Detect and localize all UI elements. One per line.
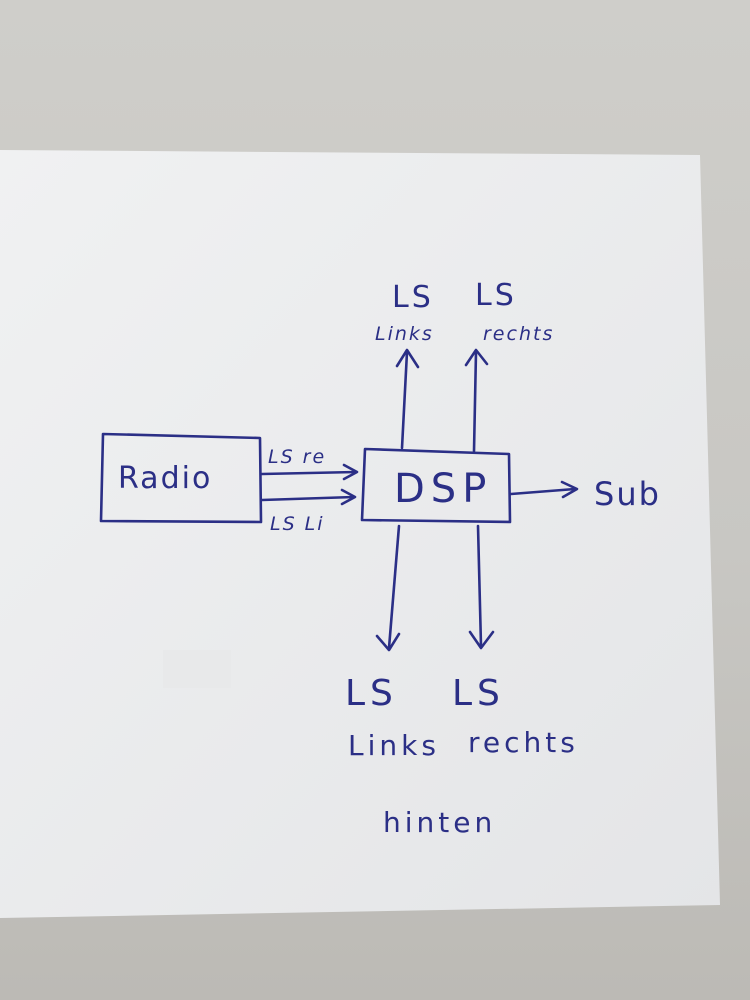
sub-output-arrow: Sub [509, 475, 661, 513]
front-left-output: LS Links [375, 280, 434, 450]
input-arrow-ls-re: LS re [260, 446, 359, 481]
input-label-ls-re: LS re [268, 446, 326, 468]
input-arrow-ls-li: LS Li [260, 488, 357, 535]
rear-right-sublabel: rechts [468, 726, 579, 759]
rear-left-ls-label: LS [345, 673, 398, 714]
front-left-ls-label: LS [392, 280, 434, 315]
rear-left-sublabel: Links [348, 729, 440, 762]
dsp-label: DSP [394, 466, 492, 512]
input-label-ls-li: LS Li [270, 513, 325, 535]
rear-right-ls-label: LS [452, 673, 505, 714]
rear-right-output: LS rechts [452, 524, 579, 759]
sub-label: Sub [594, 475, 661, 513]
front-right-output: LS rechts [464, 278, 554, 453]
front-left-sublabel: Links [375, 323, 434, 345]
paper-surface [0, 150, 720, 918]
faint-smudge [163, 650, 231, 688]
rear-caption: hinten [383, 806, 496, 839]
front-right-sublabel: rechts [483, 323, 554, 345]
radio-box: Radio [99, 432, 263, 524]
front-right-ls-label: LS [475, 278, 517, 313]
radio-label: Radio [118, 461, 212, 496]
rear-left-output: LS Links [345, 524, 440, 762]
dsp-box: DSP [360, 447, 512, 524]
